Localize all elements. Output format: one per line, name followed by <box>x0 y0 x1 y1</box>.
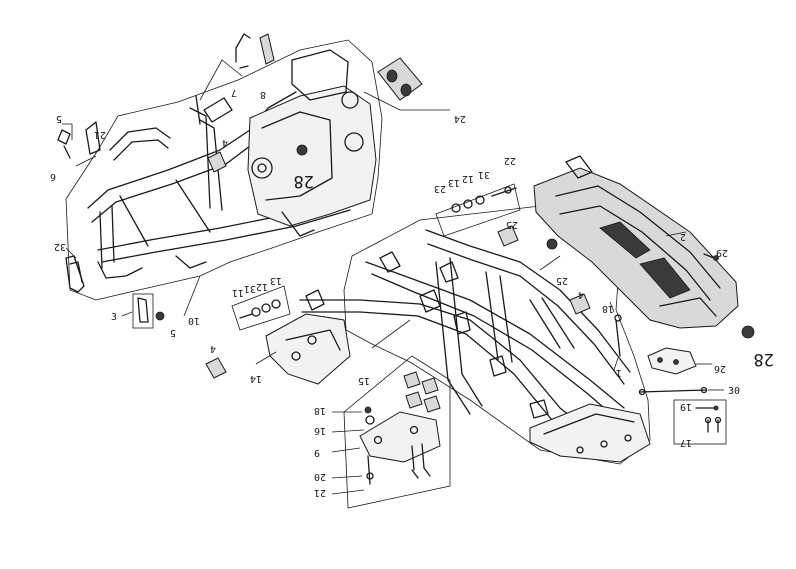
item-14-bracket <box>255 313 351 385</box>
callout-11: 11 <box>232 287 244 298</box>
callout-29: 29 <box>716 247 728 258</box>
callout-16: 16 <box>314 425 326 436</box>
callout-12a: 12 <box>256 281 268 292</box>
item-25-nut-a <box>497 225 519 247</box>
item-6-hardware <box>57 121 101 167</box>
item-2-rear-fender <box>533 155 739 329</box>
callout-15: 15 <box>358 375 370 386</box>
callout-24: 24 <box>454 113 466 124</box>
callout-8: 8 <box>260 89 266 100</box>
item-30-cable <box>638 386 724 396</box>
item-28-nut-lower <box>741 325 755 339</box>
item-4-washer-right <box>569 293 591 315</box>
callout-4a: 4 <box>222 137 228 148</box>
callout-31a: 31 <box>244 283 256 294</box>
callout-25b: 25 <box>556 275 568 286</box>
item-26-bracket <box>647 347 712 375</box>
item-28-nut-upper <box>296 144 308 156</box>
callout-12b: 12 <box>462 173 474 184</box>
item-4-washer-upper <box>207 151 227 173</box>
callout-4c: 4 <box>578 289 584 300</box>
item-24-gasket <box>363 57 450 111</box>
callout-5a: 5 <box>56 113 62 124</box>
callout-21a: 21 <box>94 129 106 140</box>
item-25-nut-b <box>546 238 558 250</box>
callout-4b: 4 <box>210 343 216 354</box>
callout-22: 22 <box>504 155 516 166</box>
bolt-stack-upper <box>435 183 521 237</box>
item-4-washer-left <box>205 357 227 379</box>
item-5-nut-lower <box>155 311 165 321</box>
callout-2: 2 <box>680 231 686 242</box>
callout-14: 14 <box>250 373 262 384</box>
item-32-bracket <box>65 247 85 293</box>
callout-30: 30 <box>728 386 740 397</box>
lower-group-leaders <box>331 411 365 495</box>
callout-9: 9 <box>314 447 320 458</box>
misc-leaders <box>183 255 619 371</box>
callout-1: 1 <box>616 367 622 378</box>
callout-7: 7 <box>231 87 237 98</box>
callout-21b: 21 <box>314 487 326 498</box>
callout-20: 20 <box>314 471 326 482</box>
item-17-19-box <box>673 399 727 445</box>
callout-26: 26 <box>714 363 726 374</box>
front-frame-group <box>65 39 383 301</box>
callout-5b: 5 <box>170 327 176 338</box>
front-frame-group-outline <box>65 39 383 301</box>
callout-28b: 28 <box>754 349 774 369</box>
callout-3: 3 <box>111 312 117 323</box>
rear-subframe <box>299 229 651 463</box>
item-1-bolt <box>609 301 622 357</box>
callout-31b: 31 <box>478 169 490 180</box>
callout-labels: 7 8 5 21 6 4 28 24 32 10 3 5 11 31 12 13… <box>50 87 774 498</box>
item-7-8-parts <box>199 33 275 101</box>
item-3-box <box>121 293 154 329</box>
callout-18b: 18 <box>314 405 326 416</box>
bolt-cluster-left <box>231 285 291 331</box>
item-29-screw <box>703 253 719 261</box>
engine-mount-plate <box>247 85 377 227</box>
callout-23: 23 <box>434 183 446 194</box>
callout-32: 32 <box>54 241 66 252</box>
callout-13a: 13 <box>270 275 282 286</box>
callout-18a: 18 <box>602 303 614 314</box>
lower-bracket-group <box>343 355 451 509</box>
callout-17: 17 <box>680 437 692 448</box>
callout-25a: 25 <box>506 219 518 230</box>
callout-19: 19 <box>680 401 692 412</box>
callout-6: 6 <box>50 171 56 182</box>
callout-13b: 13 <box>448 177 460 188</box>
callout-28a: 28 <box>294 171 314 191</box>
callout-10: 10 <box>188 315 200 326</box>
front-frame <box>87 49 377 279</box>
